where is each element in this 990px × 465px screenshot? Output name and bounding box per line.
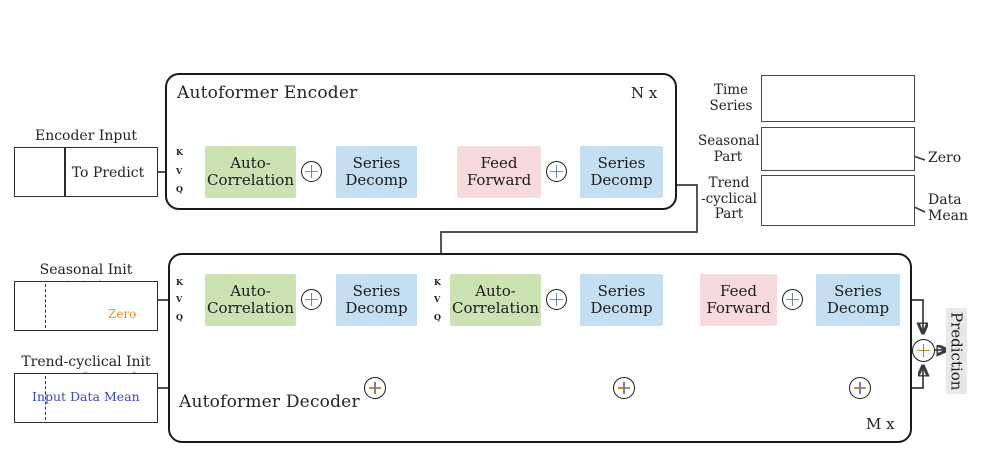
encoder-residual-add-1 bbox=[301, 161, 322, 182]
block-line-1: Auto- bbox=[475, 282, 516, 301]
label-line-1: Time bbox=[713, 82, 749, 98]
encoder-series-decomp-block-1[interactable]: Series Decomp bbox=[336, 146, 417, 198]
decoder-k-label-2: K bbox=[434, 277, 441, 287]
block-line-1: Series bbox=[834, 282, 882, 301]
encoder-k-label: K bbox=[176, 147, 183, 157]
time-series-panel-label: Time Series bbox=[704, 82, 758, 114]
block-line-2: Decomp bbox=[590, 171, 653, 189]
time-series-panel bbox=[761, 75, 915, 122]
block-line-2: Decomp bbox=[345, 299, 408, 317]
seasonal-zero-annotation: Zero bbox=[928, 150, 962, 166]
annotation-line-1: Data bbox=[928, 192, 962, 208]
seasonal-part-panel-label: Seasonal Part bbox=[698, 133, 760, 165]
prediction-output-label: Prediction bbox=[946, 308, 967, 394]
annotation-line-2: Mean bbox=[928, 208, 968, 225]
label-line-2: Series bbox=[709, 97, 753, 114]
block-line-1: Series bbox=[597, 154, 646, 173]
encoder-v-label: V bbox=[176, 166, 183, 176]
trend-accumulate-add-3 bbox=[849, 377, 871, 399]
block-line-1: Series bbox=[352, 154, 401, 173]
encoder-q-label: Q bbox=[176, 184, 183, 194]
decoder-residual-add-2 bbox=[546, 289, 567, 310]
block-line-2: Correlation bbox=[452, 299, 539, 317]
encoder-input-to-predict-text: To Predict bbox=[71, 165, 145, 181]
block-line-1: Series bbox=[597, 282, 646, 301]
encoder-auto-correlation-block[interactable]: Auto- Correlation bbox=[205, 146, 296, 198]
label-line-1: Trend bbox=[708, 175, 750, 191]
encoder-series-decomp-block-2[interactable]: Series Decomp bbox=[580, 146, 663, 198]
label-line-3: Part bbox=[714, 206, 744, 223]
block-line-1: Feed bbox=[480, 154, 518, 173]
label-line-2: -cyclical bbox=[701, 190, 757, 207]
encoder-residual-add-2 bbox=[546, 161, 567, 182]
encoder-input-label: Encoder Input bbox=[34, 128, 138, 144]
trend-cyclical-part-panel-label: Trend -cyclical Part bbox=[700, 175, 758, 223]
encoder-input-box bbox=[14, 147, 158, 197]
decoder-v-label-1: V bbox=[176, 294, 183, 304]
encoder-repeat-count: N x bbox=[631, 84, 658, 102]
decoder-residual-add-3 bbox=[782, 289, 803, 310]
block-line-1: Auto- bbox=[230, 154, 271, 173]
decoder-q-label-2: Q bbox=[434, 312, 441, 322]
decoder-auto-correlation-block-1[interactable]: Auto- Correlation bbox=[205, 274, 296, 326]
decoder-feed-forward-block[interactable]: Feed Forward bbox=[700, 274, 777, 326]
block-line-2: Forward bbox=[706, 299, 771, 317]
trend-init-label: Trend-cyclical Init bbox=[21, 354, 151, 370]
block-line-2: Decomp bbox=[590, 299, 653, 317]
decoder-repeat-count: M x bbox=[866, 415, 895, 433]
decoder-series-decomp-block-2[interactable]: Series Decomp bbox=[580, 274, 663, 326]
final-output-add bbox=[912, 339, 935, 362]
block-line-2: Correlation bbox=[207, 171, 294, 189]
seasonal-init-zero-tag: Zero bbox=[108, 307, 137, 321]
block-line-1: Series bbox=[352, 282, 401, 301]
decoder-series-decomp-block-1[interactable]: Series Decomp bbox=[336, 274, 417, 326]
seasonal-init-label: Seasonal Init bbox=[39, 262, 133, 278]
trend-init-mean-tag: Input Data Mean bbox=[32, 389, 140, 404]
trend-init-box bbox=[14, 373, 158, 423]
encoder-feed-forward-block[interactable]: Feed Forward bbox=[457, 146, 541, 198]
block-line-2: Correlation bbox=[207, 299, 294, 317]
block-line-2: Forward bbox=[466, 171, 532, 189]
decoder-residual-add-1 bbox=[301, 289, 322, 310]
decoder-auto-correlation-block-2[interactable]: Auto- Correlation bbox=[450, 274, 541, 326]
decoder-k-label-1: K bbox=[176, 277, 183, 287]
seasonal-part-panel bbox=[761, 127, 915, 171]
trend-accumulate-add-2 bbox=[613, 377, 635, 399]
decoder-title: Autoformer Decoder bbox=[179, 392, 360, 412]
trend-data-mean-annotation: Data Mean bbox=[928, 192, 968, 224]
trend-accumulate-add-1 bbox=[364, 377, 386, 399]
block-line-1: Auto- bbox=[230, 282, 271, 301]
encoder-title: Autoformer Encoder bbox=[177, 83, 358, 103]
label-line-1: Seasonal bbox=[698, 133, 760, 149]
decoder-v-label-2: V bbox=[434, 294, 441, 304]
seasonal-init-box bbox=[14, 281, 158, 331]
block-line-1: Feed bbox=[720, 282, 757, 301]
trend-cyclical-part-panel bbox=[761, 175, 915, 226]
block-line-2: Decomp bbox=[345, 171, 408, 189]
decoder-q-label-1: Q bbox=[176, 312, 183, 322]
decoder-series-decomp-block-3[interactable]: Series Decomp bbox=[816, 274, 900, 326]
block-line-2: Decomp bbox=[826, 299, 890, 317]
label-line-2: Part bbox=[713, 148, 743, 165]
